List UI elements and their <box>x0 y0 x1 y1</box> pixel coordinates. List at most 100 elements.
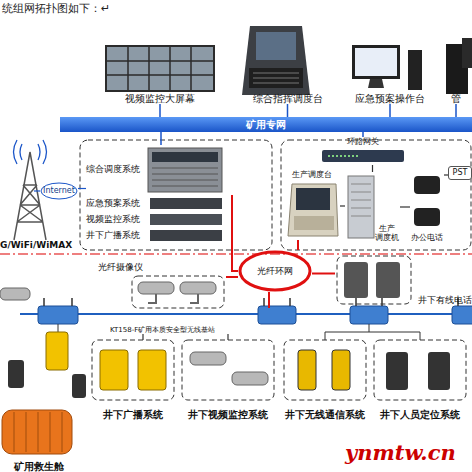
base-station <box>38 306 78 324</box>
rescue-capsule <box>2 410 72 454</box>
connector-line <box>226 276 238 278</box>
ground-line <box>0 253 472 254</box>
node-label: Internet <box>43 186 75 195</box>
connector-line <box>372 165 373 172</box>
connector-line <box>159 104 161 117</box>
node-label: 井下广播系统 <box>86 231 140 241</box>
rack-slots <box>152 168 218 186</box>
capsule-ribs <box>14 412 62 452</box>
node-label: 光纤摄像仪 <box>98 262 143 272</box>
monitor-stand <box>368 79 384 88</box>
camera-group: 光纤摄像仪 <box>98 262 226 309</box>
station-antennas <box>44 298 458 306</box>
connector-line <box>312 273 335 275</box>
phone-group: 井下有线电话 <box>335 255 472 305</box>
rack-system: 综合调度系统 <box>86 145 236 195</box>
base-station <box>258 306 296 324</box>
console-keys <box>253 73 299 83</box>
connector-line <box>227 334 228 340</box>
wireless-bus <box>20 313 472 315</box>
group-frame <box>337 256 411 304</box>
dispatch-server <box>348 176 374 238</box>
group-frame <box>92 340 174 400</box>
node-label: 光纤环网 <box>257 266 293 276</box>
node-label: 生产 调度机 <box>374 224 400 242</box>
base-station <box>350 306 388 324</box>
pstn-box: PST <box>448 166 472 180</box>
emergency-console: 应急预案操作台 <box>345 40 435 104</box>
mine-phone <box>344 262 368 298</box>
node-label: 管 <box>451 93 461 105</box>
connector-line <box>362 132 364 137</box>
base-station <box>452 306 472 324</box>
group-frame <box>281 140 471 250</box>
node-label: 应急预案系统 <box>86 199 140 209</box>
connector-line <box>34 190 40 191</box>
node-label: 视频监控大屏幕 <box>125 93 195 105</box>
radio-tower <box>14 152 46 240</box>
gateway-leds <box>328 155 360 157</box>
server-slots <box>351 184 371 216</box>
camera-body <box>0 288 30 300</box>
ring-outline <box>240 252 310 290</box>
mobile-phone <box>298 350 316 390</box>
node-label: KT158-F矿用本质安全型无线基站 <box>110 326 215 334</box>
cloud-outline <box>41 183 77 199</box>
console-keys <box>294 216 334 230</box>
fiber-ring: 光纤环网 <box>238 250 312 292</box>
display-wall: 视频监控大屏幕 <box>103 42 217 104</box>
video-wall-frame <box>105 45 215 92</box>
node-label: 井下有线电话 <box>418 295 472 305</box>
node-label: 井下广播系统 <box>103 409 163 421</box>
video-wall-grid <box>107 47 213 90</box>
subsystem-group: 井下人员定位系统 <box>372 340 468 420</box>
group-frame <box>182 340 274 400</box>
camera-body <box>138 282 174 294</box>
watermark: ynmtw.cn <box>345 440 456 465</box>
rack-system: 应急预案系统 <box>86 197 226 211</box>
connector-line <box>389 104 391 117</box>
broadcast-phone <box>138 350 166 390</box>
gateway-box: 环路网关 <box>318 137 408 165</box>
internet-cloud: Internet <box>40 182 78 200</box>
radio-tower: G/WiFi/WiMAX <box>0 150 34 240</box>
node-label: PST <box>453 168 468 177</box>
connector-line <box>232 195 238 271</box>
monitor-screen <box>355 48 397 76</box>
node-label: 视频监控系统 <box>86 215 140 225</box>
page-title: 统组网拓扑图如下：↵ <box>2 1 110 16</box>
connector-line <box>287 104 289 117</box>
dispatch-rack <box>148 148 222 192</box>
monitor-frame <box>352 45 400 79</box>
network-band: 矿用专网 <box>60 117 472 132</box>
group-frame <box>374 340 466 400</box>
group-frame <box>80 140 272 250</box>
camera-body <box>190 352 226 365</box>
connector-line <box>455 104 457 117</box>
group-frame <box>132 276 224 308</box>
node-label: 矿用救生舱 <box>14 461 64 472</box>
management-pc: 管 <box>440 38 472 104</box>
server-unit <box>150 230 222 241</box>
server-unit <box>150 214 222 225</box>
loop-gateway <box>322 150 404 162</box>
connector-line <box>160 132 162 145</box>
rack-system: 井下广播系统 <box>86 229 226 243</box>
node-label: 综合指挥调度台 <box>253 93 323 105</box>
command-console: 综合指挥调度台 <box>235 22 340 104</box>
console-screen <box>296 188 330 210</box>
production-console <box>288 184 338 236</box>
mobile-phone <box>332 350 350 390</box>
radio-waves <box>14 140 47 164</box>
connector-line <box>297 240 299 250</box>
console-keyboard <box>249 68 303 88</box>
group-frame <box>284 340 366 400</box>
node-label: 井下人员定位系统 <box>380 409 460 421</box>
base-station: KT158-F矿用本质安全型无线基站 <box>110 308 300 334</box>
node-label: 应急预案操作台 <box>355 93 425 105</box>
pc-tower <box>408 50 422 90</box>
locator-tag <box>72 374 86 398</box>
subsystem-group: 井下无线通信系统 <box>282 340 368 420</box>
